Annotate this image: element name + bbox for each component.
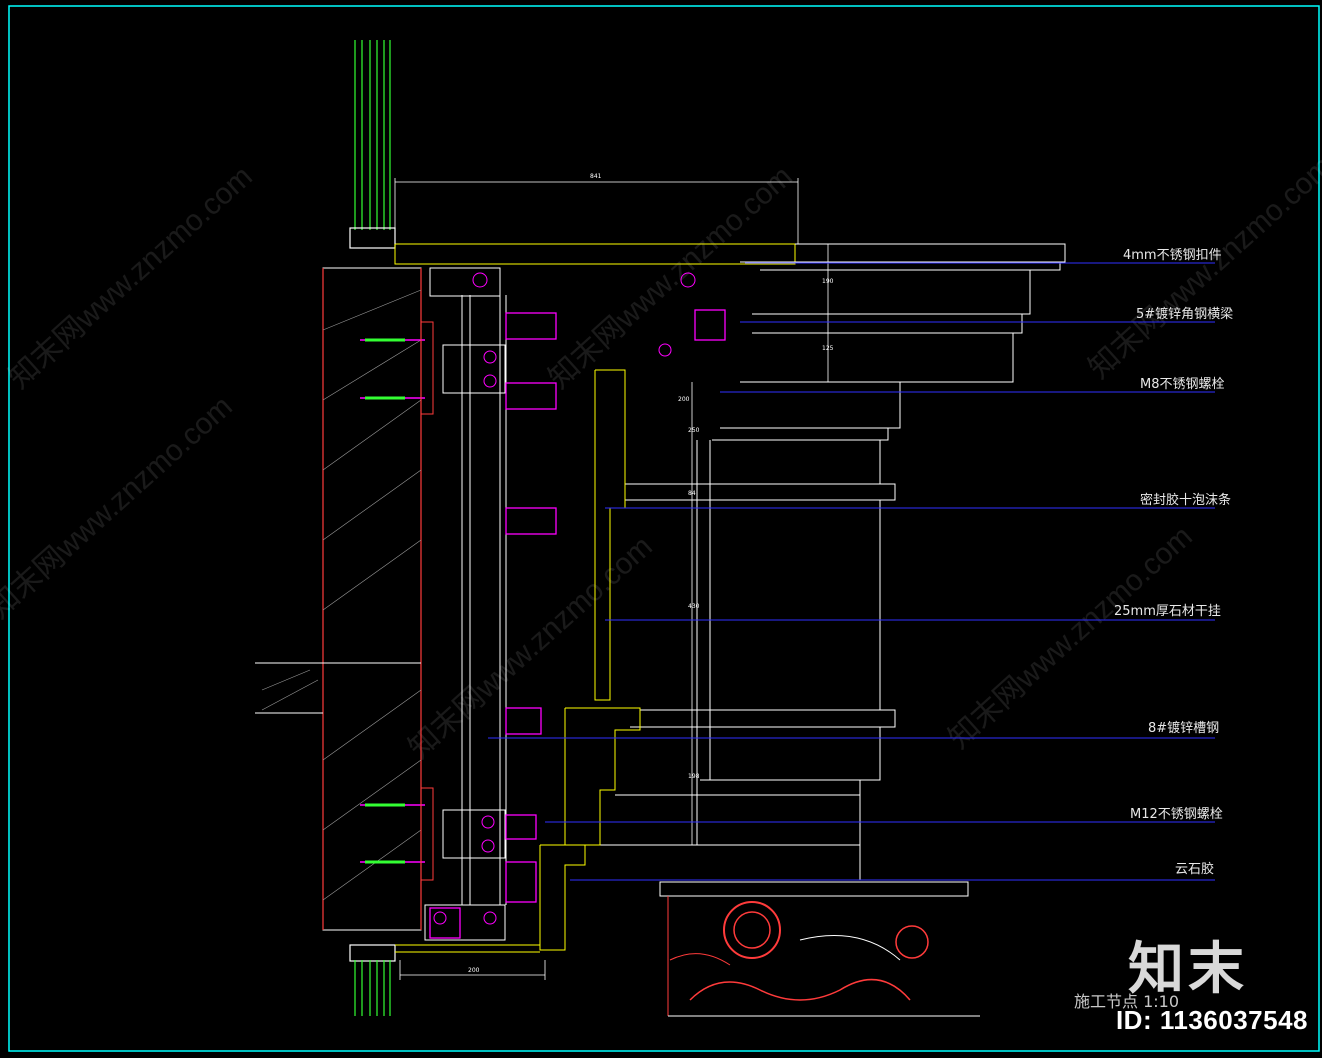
watermark-text: 知末网www.znzmo.com — [543, 160, 799, 395]
capital-ornament — [659, 881, 980, 1017]
callout-leaders — [488, 262, 1215, 881]
watermark-text: 知末网www.znzmo.com — [1083, 150, 1322, 385]
drawing-border — [8, 5, 1320, 1052]
callout-label: 4mm不锈钢扣件 — [1123, 248, 1222, 263]
callout-label: M8不锈钢螺栓 — [1140, 377, 1225, 392]
embed-plates — [420, 321, 434, 881]
watermark-text: 知末网www.znzmo.com — [3, 160, 259, 395]
dimension-top: 841 — [590, 173, 602, 180]
stone-cornice — [394, 243, 1066, 880]
watermark-text: 知末网www.znzmo.com — [0, 390, 239, 625]
watermark-text: 知末网www.znzmo.com — [943, 520, 1199, 755]
znzmo-logo: 知末 — [1128, 937, 1248, 1002]
dimension-lines — [394, 178, 829, 980]
bolt-nodes — [433, 272, 696, 925]
callout-label: 5#镀锌角钢横梁 — [1136, 306, 1233, 322]
dimension-430: 430 — [688, 603, 700, 610]
dimension-190: 190 — [822, 278, 834, 285]
image-id-label: ID: 1136037548 — [1115, 1005, 1308, 1035]
steel-frame — [424, 267, 507, 941]
dimension-84: 84 — [688, 490, 696, 497]
callout-label: 密封胶十泡沫条 — [1140, 492, 1231, 508]
dimension-200: 200 — [678, 396, 690, 403]
glass-mullion-top — [349, 40, 396, 249]
anchor-bolts — [360, 338, 425, 864]
dimension-125: 125 — [822, 345, 834, 352]
callout-label: 云石胶 — [1175, 861, 1214, 877]
steel-brackets — [429, 309, 726, 939]
callout-label: 25mm厚石材干挂 — [1114, 604, 1221, 619]
callout-label: M12不锈钢螺栓 — [1130, 807, 1223, 822]
dimension-250: 250 — [688, 427, 700, 434]
concrete-wall — [255, 267, 422, 931]
watermark-layer: 知末网www.znzmo.com 知末网www.znzmo.com 知末网www… — [0, 150, 1322, 765]
callout-label: 8#镀锌槽钢 — [1148, 720, 1219, 736]
glass-mullion-bottom — [349, 944, 396, 1016]
drawing-title: 施工节点 1:10 — [1074, 992, 1180, 1011]
dimension-bottom: 200 — [468, 967, 480, 974]
callout-labels: 4mm不锈钢扣件 5#镀锌角钢横梁 M8不锈钢螺栓 密封胶十泡沫条 25mm厚石… — [1114, 248, 1233, 877]
dimension-198: 198 — [688, 773, 700, 780]
